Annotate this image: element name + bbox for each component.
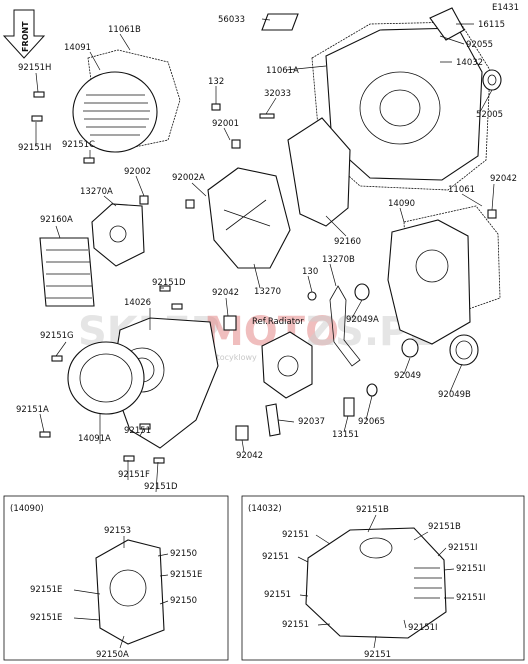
cover-92160a bbox=[39, 237, 95, 307]
inset-label: 92151 bbox=[264, 590, 291, 600]
sprocket-guard-14091a bbox=[67, 341, 145, 415]
inset-label: 92151I bbox=[456, 564, 486, 574]
inset-title-14032: (14032) bbox=[248, 504, 282, 514]
inset-label: 92151B bbox=[428, 522, 461, 532]
part-label: 92151D bbox=[152, 278, 186, 288]
part-label: 132 bbox=[208, 77, 224, 87]
part-label: 92151C bbox=[62, 140, 95, 150]
part-label: 92049B bbox=[438, 390, 471, 400]
inset-part-14090 bbox=[95, 539, 165, 645]
part-label: 92037 bbox=[298, 417, 325, 427]
front-label: FRONT bbox=[21, 21, 30, 52]
inset-label: 92153 bbox=[104, 526, 131, 536]
part-label: 13151 bbox=[332, 430, 359, 440]
inset-label: 92151 bbox=[282, 620, 309, 630]
switch-13151 bbox=[343, 397, 355, 417]
oil-seal-52005 bbox=[482, 69, 502, 91]
label-plate-56033 bbox=[261, 13, 299, 31]
part-label: 14091 bbox=[64, 43, 91, 53]
part-label: 92042 bbox=[212, 288, 239, 298]
part-labels: 11061B 14091 92151H 92151H 92151C 92002 … bbox=[16, 15, 517, 492]
cover-13270a bbox=[91, 203, 145, 267]
pin-92037 bbox=[265, 403, 281, 437]
inset-label: 92151E bbox=[170, 570, 202, 580]
part-label: 14026 bbox=[124, 298, 151, 308]
leader-lines bbox=[35, 18, 495, 493]
part-label: 16115 bbox=[478, 20, 505, 30]
inset-box-14090 bbox=[3, 495, 229, 661]
cover-13270 bbox=[207, 167, 291, 269]
part-label: 11061A bbox=[266, 66, 299, 76]
inset-label: 92151E bbox=[30, 613, 62, 623]
clutch-cover-gasket-11061a bbox=[311, 21, 491, 191]
inset-labels-14032: 92151B 92151 92151B 92151 92151I 92151I … bbox=[262, 505, 486, 660]
ref-code: E1431 bbox=[492, 3, 519, 13]
inset-label: 92151I bbox=[456, 593, 486, 603]
part-label: 32033 bbox=[264, 89, 291, 99]
spacer-92042-bottom bbox=[235, 425, 249, 441]
part-label: 52005 bbox=[476, 110, 503, 120]
inset-label: 92151I bbox=[408, 623, 438, 633]
inset-label: 92151I bbox=[448, 543, 478, 553]
cap-16115 bbox=[429, 7, 465, 41]
generator-cover-14091 bbox=[72, 71, 158, 153]
water-pump bbox=[261, 331, 313, 399]
part-label: 92151 bbox=[124, 426, 151, 436]
inset-part-14032 bbox=[305, 527, 447, 639]
inset-box-14032 bbox=[241, 495, 525, 661]
spacer-92042-left bbox=[223, 315, 237, 331]
reference-text: Ref.Radiator bbox=[252, 317, 304, 327]
part-label: 14090 bbox=[388, 199, 415, 209]
part-label: 92151G bbox=[40, 331, 74, 341]
part-label: 130 bbox=[302, 267, 318, 277]
part-label: 92002 bbox=[124, 167, 151, 177]
part-label: 13270B bbox=[322, 255, 355, 265]
inset-label: 92150 bbox=[170, 549, 197, 559]
front-arrow-icon: FRONT bbox=[2, 9, 46, 59]
part-label: 92049 bbox=[394, 371, 421, 381]
part-label: 92151F bbox=[118, 470, 150, 480]
inset-label: 92151 bbox=[364, 650, 391, 660]
part-label: 14032 bbox=[456, 58, 483, 68]
part-label: 92055 bbox=[466, 40, 493, 50]
part-label: 92049A bbox=[346, 315, 379, 325]
part-label: 92160 bbox=[334, 237, 361, 247]
bolt-icons bbox=[31, 91, 497, 464]
inset-label: 92150A bbox=[96, 650, 129, 660]
part-label: 11061B bbox=[108, 25, 141, 35]
part-label: 13270 bbox=[254, 287, 281, 297]
part-label: 92042 bbox=[490, 174, 517, 184]
washer-92065 bbox=[366, 383, 378, 397]
part-label: 92151H bbox=[18, 63, 51, 73]
part-label: 92151A bbox=[16, 405, 49, 415]
inset-label: 92151 bbox=[282, 530, 309, 540]
oil-seal-92049b bbox=[449, 334, 479, 366]
oring-92049a bbox=[354, 283, 370, 301]
inset-label: 92151 bbox=[262, 552, 289, 562]
part-label: 14091A bbox=[78, 434, 111, 444]
part-label: 92002A bbox=[172, 173, 205, 183]
gasket-11061 bbox=[403, 205, 501, 313]
pump-cover-14090 bbox=[387, 219, 471, 345]
part-label: 92151D bbox=[144, 482, 178, 492]
bracket-13270b bbox=[329, 285, 361, 367]
part-label: 92160A bbox=[40, 215, 73, 225]
part-label: 92151H bbox=[18, 143, 51, 153]
part-label: 92042 bbox=[236, 451, 263, 461]
part-label: 13270A bbox=[80, 187, 113, 197]
inset-title-14090: (14090) bbox=[10, 504, 44, 514]
oring-92049 bbox=[401, 338, 419, 358]
inset-labels-14090: 92153 92150 92151E 92151E 92150 92151E 9… bbox=[30, 526, 202, 660]
bolt-130 bbox=[307, 291, 317, 301]
part-label: 56033 bbox=[218, 15, 245, 25]
cover-92160 bbox=[287, 117, 351, 227]
part-label: 92065 bbox=[358, 417, 385, 427]
inset-label: 92150 bbox=[170, 596, 197, 606]
inset-label: 92151B bbox=[356, 505, 389, 515]
inset-label: 92151E bbox=[30, 585, 62, 595]
part-label: 11061 bbox=[448, 185, 475, 195]
part-label: 92001 bbox=[212, 119, 239, 129]
